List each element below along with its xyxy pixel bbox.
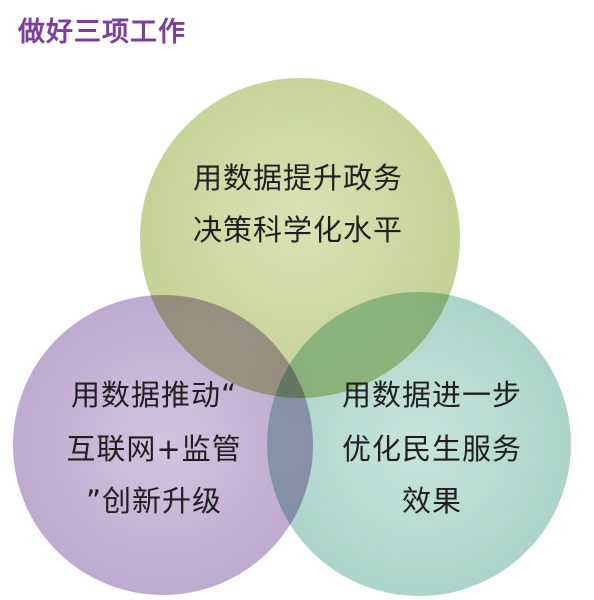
left-circle-line-1: 用数据推动“ xyxy=(70,378,238,412)
circle-right xyxy=(267,292,571,596)
right-circle-line-3: 效果 xyxy=(401,484,462,518)
circle-left xyxy=(13,295,313,595)
right-circle-line-1: 用数据进一步 xyxy=(341,378,522,412)
left-circle-line-2: 互联网+监管 xyxy=(66,432,242,466)
diagram-title: 做好三项工作 xyxy=(18,17,186,48)
right-circle-line-2: 优化民生服务 xyxy=(341,432,522,466)
left-circle-line-3: ”创新升级 xyxy=(85,484,223,518)
top-circle-line-2: 决策科学化水平 xyxy=(192,213,403,247)
top-circle-line-1: 用数据提升政务 xyxy=(192,161,403,195)
